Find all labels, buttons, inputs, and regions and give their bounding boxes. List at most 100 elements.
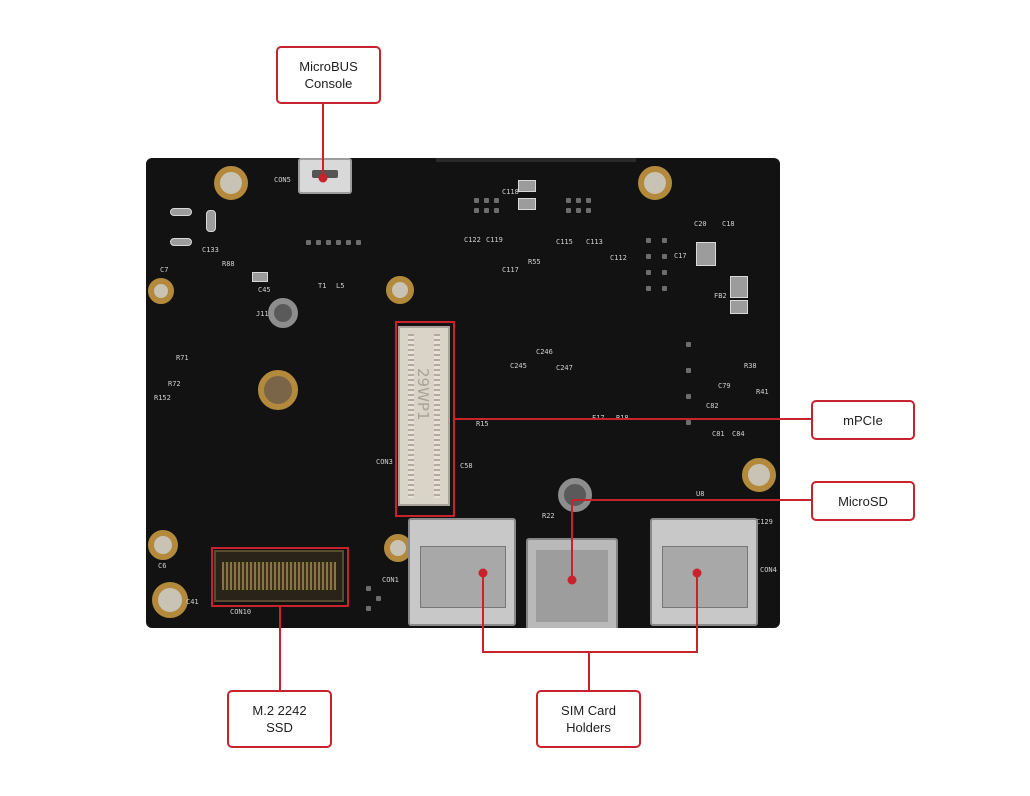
mounting-hole — [148, 530, 178, 560]
label-line: SIM Card — [561, 703, 616, 718]
connector-pins — [408, 334, 414, 498]
mounting-hole — [214, 166, 248, 200]
component — [730, 300, 748, 314]
label-text: mPCIe — [843, 412, 883, 428]
silkscreen-label: CON3 — [376, 458, 393, 466]
pad — [566, 208, 571, 213]
label-mpcie: mPCIe — [811, 400, 915, 440]
connector-marking: 29WP1 — [414, 368, 432, 421]
silkscreen-label: R55 — [528, 258, 541, 266]
silkscreen-label: R38 — [744, 362, 757, 370]
silkscreen-label: C119 — [486, 236, 503, 244]
silkscreen-label: CON10 — [230, 608, 252, 616]
silkscreen-label: R15 — [476, 420, 489, 428]
component — [170, 208, 192, 216]
label-line: MicroBUS — [299, 59, 358, 74]
mounting-hole — [558, 478, 592, 512]
pad — [686, 394, 691, 399]
component — [206, 210, 216, 232]
mounting-hole — [384, 534, 412, 562]
highlight-box-mpcie — [395, 321, 455, 517]
pad — [366, 586, 371, 591]
label-line: Holders — [566, 720, 611, 735]
label-m2-ssd: M.2 2242 SSD — [227, 690, 332, 748]
label-line: Console — [304, 76, 353, 91]
silkscreen-label: FB2 — [714, 292, 727, 300]
mounting-hole — [742, 458, 776, 492]
connector-pins — [222, 562, 336, 590]
silkscreen-label: C115 — [556, 238, 573, 246]
m2-connector — [214, 550, 344, 602]
mounting-hole — [638, 166, 672, 200]
pad — [686, 368, 691, 373]
pad — [662, 270, 667, 275]
pad — [326, 240, 331, 245]
silkscreen-label: CON5 — [274, 176, 291, 184]
component — [252, 272, 268, 282]
silkscreen-label: CON4 — [760, 566, 777, 574]
pad — [662, 286, 667, 291]
silkscreen-label: J11 — [256, 310, 269, 318]
silkscreen-label: C245 — [510, 362, 527, 370]
silkscreen-label: C133 — [202, 246, 219, 254]
leader-dot-microbus — [318, 173, 328, 183]
pad — [474, 198, 479, 203]
pad — [686, 420, 691, 425]
sim-slot — [662, 546, 748, 608]
pad — [662, 254, 667, 259]
label-line: M.2 2242 — [252, 703, 307, 718]
silkscreen-label: C122 — [464, 236, 481, 244]
pad — [316, 240, 321, 245]
pad — [306, 240, 311, 245]
silkscreen-label: C79 — [718, 382, 731, 390]
pad — [474, 208, 479, 213]
pad — [484, 208, 489, 213]
pad — [494, 208, 499, 213]
silkscreen-label: T1 — [318, 282, 327, 290]
silkscreen-label: C129 — [756, 518, 773, 526]
pad — [646, 254, 651, 259]
silkscreen-label: C247 — [556, 364, 573, 372]
pad — [576, 208, 581, 213]
pad — [376, 596, 381, 601]
label-microbus-console: MicroBUS Console — [276, 46, 381, 104]
silkscreen-label: C6 — [158, 562, 167, 570]
highlight-box-m2 — [211, 547, 349, 607]
board-top-connector — [436, 158, 636, 162]
label-text: MicroSD — [838, 493, 888, 509]
silkscreen-label: L5 — [336, 282, 345, 290]
component — [170, 238, 192, 246]
sim-slot — [420, 546, 506, 608]
pad — [366, 606, 371, 611]
silkscreen-label: C7 — [160, 266, 169, 274]
mounting-hole — [148, 278, 174, 304]
silkscreen-label: C246 — [536, 348, 553, 356]
component — [696, 242, 716, 266]
silkscreen-label: C82 — [706, 402, 719, 410]
sim-card-holder — [650, 518, 758, 626]
sim-card-holder — [408, 518, 516, 626]
component — [518, 198, 536, 210]
silkscreen-label: C45 — [258, 286, 271, 294]
component — [518, 180, 536, 192]
silkscreen-label: C58 — [460, 462, 473, 470]
mounting-hole — [268, 298, 298, 328]
pad — [646, 270, 651, 275]
mounting-hole — [386, 276, 414, 304]
silkscreen-label: CON1 — [382, 576, 399, 584]
silkscreen-label: R41 — [756, 388, 769, 396]
component — [730, 276, 748, 298]
connector-pins — [434, 334, 440, 498]
silkscreen-label: R88 — [222, 260, 235, 268]
mpcie-connector: 29WP1 — [398, 326, 450, 506]
silkscreen-label: C20 — [694, 220, 707, 228]
silkscreen-label: C113 — [586, 238, 603, 246]
pad — [336, 240, 341, 245]
silkscreen-label: C18 — [722, 220, 735, 228]
label-sim-card-holders: SIM Card Holders — [536, 690, 641, 748]
pad — [566, 198, 571, 203]
silkscreen-label: C41 — [186, 598, 199, 606]
silkscreen-label: C84 — [732, 430, 745, 438]
pad — [646, 238, 651, 243]
